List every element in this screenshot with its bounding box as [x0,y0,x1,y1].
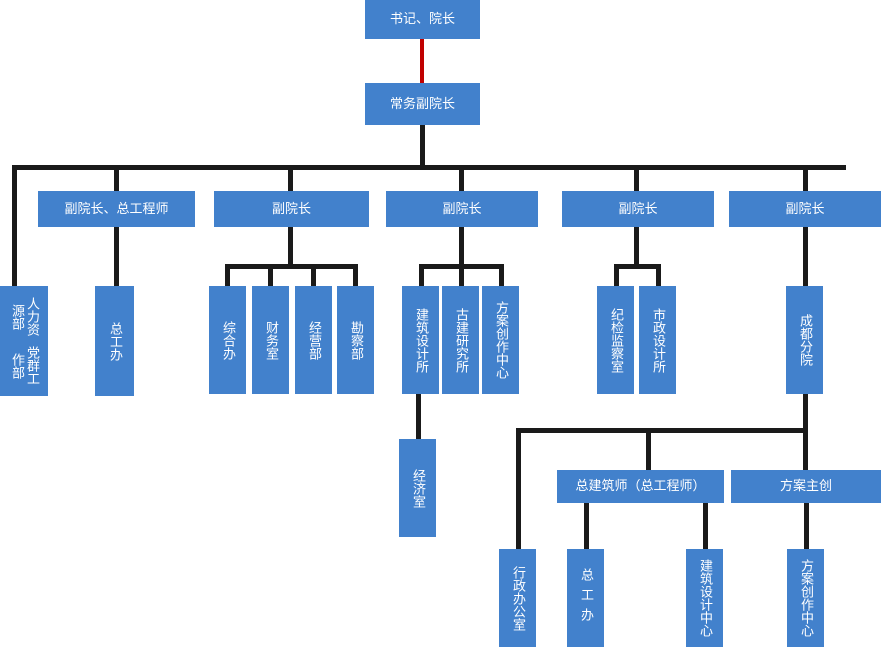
connector-vice-dean-4-stem [634,226,639,267]
connector-vice-dean-4-bus [614,264,661,269]
connector-chief-architect-to-arch-design-center [703,503,708,550]
connector-exec-vice-dean-stem [420,124,425,169]
node-ancient-architecture-institute[interactable]: 古建研究所 [442,286,479,394]
connector-bus-to-vice-dean-5 [803,165,808,191]
node-economics-office[interactable]: 经济室 [399,439,436,537]
connector-dean-to-exec-vice-dean [420,38,424,84]
node-survey-dept[interactable]: 勘察部 [337,286,374,394]
node-chief-engineer-office[interactable]: 总工办 [95,286,134,396]
connector-chengdu-branch-bus [516,428,808,433]
connector-vice-dean-3-drop-1 [419,264,424,287]
connector-vice-dean-3-drop-2 [459,264,464,287]
connector-vice-dean-2-drop-1 [225,264,230,287]
node-vice-dean-5[interactable]: 副院长 [729,191,881,227]
connector-level3-bus [12,165,846,170]
node-architectural-design-institute[interactable]: 建筑设计所 [402,286,439,394]
connector-bus-to-vice-dean-2 [288,165,293,191]
node-secretary-dean[interactable]: 书记、院长 [365,0,480,39]
node-branch-scheme-creation-center[interactable]: 方案创作中心 [787,549,824,647]
connector-branch-bus-to-admin-office [516,428,521,550]
connector-chengdu-branch-stem [803,394,808,432]
node-operations-dept[interactable]: 经营部 [295,286,332,394]
connector-vice-dean-4-drop-2 [656,264,661,287]
connector-vice-dean-2-stem [288,226,293,267]
connector-bus-to-vice-dean-3 [459,165,464,191]
node-vice-dean-chief-engineer[interactable]: 副院长、总工程师 [38,191,195,227]
node-municipal-design-institute[interactable]: 市政设计所 [639,286,676,394]
node-vice-dean-2[interactable]: 副院长 [214,191,369,227]
connector-vice-dean-2-drop-2 [268,264,273,287]
node-general-office[interactable]: 综合办 [209,286,246,394]
connector-bus-to-vice-dean-1 [114,165,119,191]
connector-bus-to-vice-dean-4 [634,165,639,191]
connector-vice-dean-2-bus [225,264,358,269]
node-vice-dean-4[interactable]: 副院长 [562,191,714,227]
connector-vice-dean-2-drop-4 [353,264,358,287]
connector-scheme-lead-to-scheme-center [804,503,809,550]
node-scheme-lead-designer[interactable]: 方案主创 [731,470,881,503]
connector-vice-dean-5-to-chengdu-branch [803,226,808,287]
node-vice-dean-3[interactable]: 副院长 [386,191,538,227]
node-chief-architect-chief-engineer[interactable]: 总建筑师（总工程师） [557,470,724,503]
connector-chief-architect-to-branch-chief-eng-office [584,503,589,550]
node-scheme-creation-center[interactable]: 方案创作中心 [482,286,519,394]
node-discipline-inspection-office[interactable]: 纪检监察室 [597,286,634,394]
node-architectural-design-center[interactable]: 建筑设计中心 [686,549,723,647]
connector-vice-dean-4-drop-1 [614,264,619,287]
node-finance-office[interactable]: 财务室 [252,286,289,394]
connector-arch-institute-to-economics-office [416,394,421,440]
node-administrative-office[interactable]: 行政办公室 [499,549,536,647]
connector-vice-dean-3-drop-3 [499,264,504,287]
node-branch-chief-engineer-office[interactable]: 总工办 [567,549,604,647]
node-chengdu-branch[interactable]: 成都分院 [786,286,823,394]
node-hr-dept-label: 人力资源部 [10,297,40,336]
connector-bus-to-hr-party [12,165,17,287]
node-party-work-dept-label: 党群工作部 [10,346,40,385]
connector-vice-dean-1-to-chief-eng-office [114,226,119,287]
connector-branch-bus-to-chief-architect [646,428,651,471]
connector-branch-bus-to-scheme-lead [803,428,808,471]
node-hr-and-party-work-dept[interactable]: 人力资源部 党群工作部 [0,286,48,396]
connector-vice-dean-2-drop-3 [311,264,316,287]
node-executive-vice-dean[interactable]: 常务副院长 [365,83,480,125]
connector-vice-dean-3-stem [459,226,464,267]
